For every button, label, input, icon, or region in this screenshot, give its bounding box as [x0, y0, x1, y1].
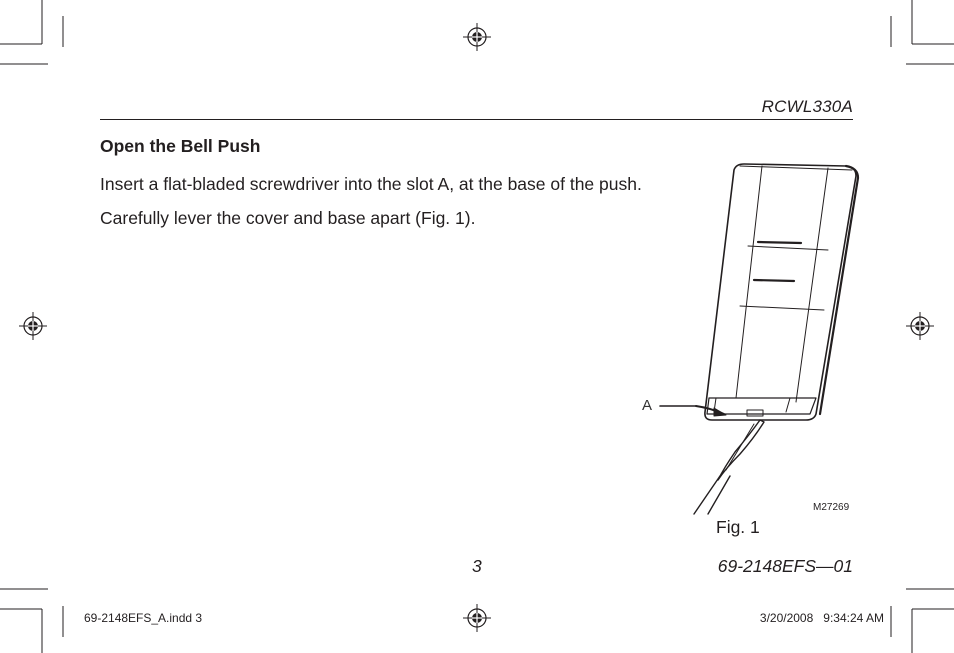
instruction-step-2: Carefully lever the cover and base apart…	[100, 208, 476, 228]
registration-mark-right	[906, 312, 934, 340]
document-number: 69-2148EFS—01	[717, 556, 853, 576]
instruction-step-1: Insert a flat-bladed screwdriver into th…	[100, 174, 642, 194]
registration-mark-top	[463, 23, 491, 51]
slot-label-a: A	[642, 397, 653, 414]
registration-mark-left	[19, 312, 47, 340]
slug-timestamp: 3/20/2008 9:34:24 AM	[759, 611, 884, 625]
figure-caption: Fig. 1	[716, 517, 760, 537]
model-number: RCWL330A	[761, 97, 853, 116]
section-heading: Open the Bell Push	[100, 136, 261, 156]
registration-mark-bottom	[463, 604, 491, 632]
figure-code: M27269	[813, 502, 850, 513]
page-number: 3	[472, 556, 482, 576]
slug-filename: 69-2148EFS_A.indd 3	[84, 611, 203, 625]
bell-push-illustration	[659, 163, 860, 515]
header-rule	[100, 119, 853, 120]
